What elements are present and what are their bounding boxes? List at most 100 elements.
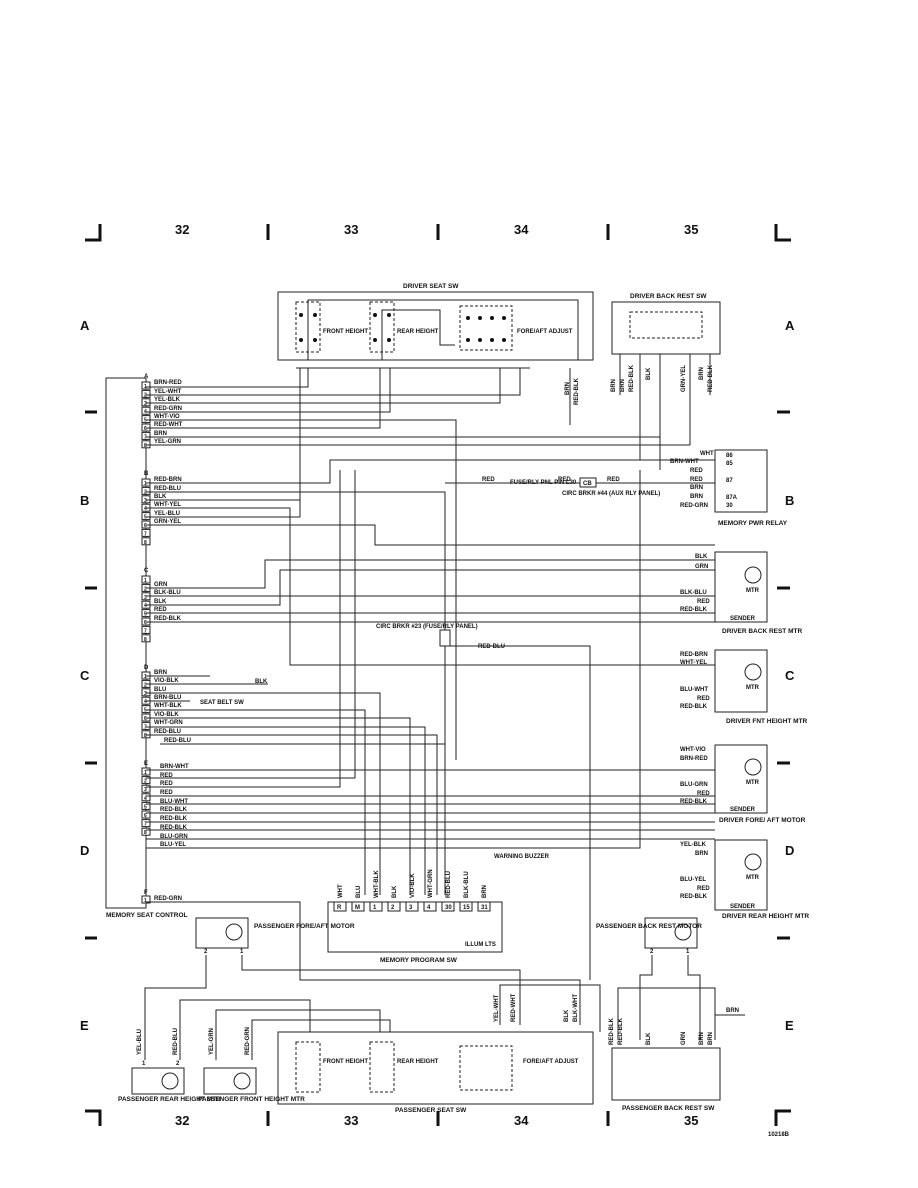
program-switch-pin [459, 901, 473, 912]
driver-fore-aft-motor-title: DRIVER FORE/ AFT MOTOR [719, 817, 806, 824]
row-ticks [85, 410, 790, 940]
ground-wire-label: BRN [726, 1008, 739, 1014]
connector-letter: B [144, 471, 149, 477]
wire-label: RED [154, 607, 167, 613]
wire-label: BLK [695, 554, 708, 560]
wire-label: WHT-GRN [154, 720, 183, 726]
connector-pin [141, 784, 151, 793]
driver-rear-height-motor: MTR SENDER DRIVER REAR HEIGHT MTR YEL-BL… [680, 839, 809, 920]
row-label-left: A [80, 318, 90, 333]
connector-pin [141, 381, 151, 390]
row-label-left: E [80, 1018, 89, 1033]
memory-program-sw-title: MEMORY PROGRAM SW [380, 957, 458, 964]
wire-label: RED-GRN [245, 1027, 251, 1055]
mtr-label: MTR [746, 685, 760, 691]
mtr-label: MTR [746, 875, 760, 881]
relay-term: 30 [726, 503, 733, 509]
program-switch-pin [405, 901, 419, 912]
pin-label: 2 [176, 1061, 180, 1067]
connector-pin [141, 895, 151, 904]
connector-pin [141, 801, 151, 810]
wire-label: BRN [699, 1032, 705, 1045]
rear-height-label: REAR HEIGHT [397, 1059, 439, 1065]
connector-letter: D [144, 665, 149, 671]
column-ticks [266, 224, 610, 1126]
connector-b: B RED-BRN RED-BLU BLK WHT-YEL YEL-BLU GR… [144, 471, 182, 525]
memory-power-relay: MEMORY PWR RELAY WHT BRN-WHT RED RED BRN… [670, 449, 788, 527]
relay-wire: RED [690, 468, 703, 474]
connector-letter: F [144, 890, 148, 896]
wire-label: YEL-GRN [209, 1028, 215, 1055]
connector-pin-number: 5 [144, 612, 147, 618]
wire-label: BLU-WHT [680, 687, 708, 693]
rear-height-label: REAR HEIGHT [397, 329, 439, 335]
circ-brkr-44-label: CIRC BRKR #44 (AUX RLY PANEL) [562, 491, 660, 497]
program-switch-pin [333, 901, 347, 912]
row-label-left: C [80, 668, 90, 683]
row-label-right: D [785, 843, 794, 858]
program-switch-pin [369, 901, 383, 912]
wire-label: BLK-BLU [154, 590, 181, 596]
wire-label: BRN-WHT [160, 764, 189, 770]
connector-pin-number: 6 [144, 813, 147, 819]
driver-front-height-motor: MTR DRIVER FNT HEIGHT MTR RED-BRN WHT-YE… [680, 649, 808, 725]
connector-pin-number: 2 [144, 682, 147, 688]
wire-label: BLK [255, 679, 268, 685]
wire-label: YEL-BLK [680, 842, 707, 848]
relay-wire: WHT [700, 451, 714, 457]
wire-label: RED [482, 477, 495, 483]
connector-pin-number: 3 [144, 787, 147, 793]
program-switch-pin-label: 30 [445, 905, 452, 911]
connector-pin [141, 776, 151, 785]
wire-label: BRN [695, 851, 708, 857]
wire-label: RED-BLU [164, 738, 191, 744]
row-label-right: A [785, 318, 795, 333]
program-switch-pin [387, 901, 401, 912]
relay-wire: BRN [690, 494, 703, 500]
wire-label: BLK [154, 494, 167, 500]
wire-label: RED [697, 791, 710, 797]
connector-pin-number: 8 [144, 830, 147, 836]
driver-seat-switch-title: DRIVER SEAT SW [403, 283, 459, 290]
circuit-breaker-23: CIRC BRKR #23 (FUSE/RLY PANEL) RED-BLU [376, 624, 591, 980]
connector-pin [141, 819, 151, 828]
connector-pins: 1234567812345678123456781234567812345678… [141, 381, 151, 904]
driver-rear-height-mtr-title: DRIVER REAR HEIGHT MTR [722, 913, 809, 920]
connector-pin-number: 5 [144, 515, 147, 521]
wire-label: BLU-GRN [160, 834, 188, 840]
control-wires [146, 368, 715, 1025]
connector-pin-number: 3 [144, 498, 147, 504]
relay-wire: RED-GRN [680, 503, 708, 509]
program-switch-pin-label: 2 [391, 905, 395, 911]
connector-pin [141, 431, 151, 440]
connector-pin [141, 528, 151, 537]
connector-pin-number: 6 [144, 523, 147, 529]
wire-label: YEL-GRN [154, 439, 181, 445]
program-switch-pin-label: 3 [409, 905, 413, 911]
memory-program-pins: RWHTMBLU1WHT-BLK2BLK3VIO-BLK4WHT-GRN30RE… [333, 869, 491, 912]
relay-wire: BRN-WHT [670, 459, 699, 465]
sender-label: SENDER [730, 904, 756, 910]
wire-label: BRN-RED [680, 756, 708, 762]
wire-label: RED [160, 790, 173, 796]
connector-pin-number: 2 [144, 779, 147, 785]
wire-label: RED-BLK [160, 825, 188, 831]
column-label-bottom: 32 [175, 1113, 189, 1128]
row-label-right: B [785, 493, 794, 508]
wire-label: RED-BLK [609, 1017, 615, 1045]
wire-label: RED-BLU [173, 1028, 179, 1055]
mtr-label: MTR [746, 780, 760, 786]
connector-pin [141, 688, 151, 697]
wire-label: BLU-GRN [680, 782, 708, 788]
wire-label: GRN-YEL [681, 365, 687, 392]
wire-label: BLK-BLU [680, 590, 707, 596]
wire-label: RED-BLU [154, 729, 181, 735]
wire-label: WHT-VIO [154, 414, 180, 420]
wire-label: RED-BLK [618, 1017, 624, 1045]
wire-label: BLK [564, 1009, 570, 1022]
row-label-left: D [80, 843, 89, 858]
wire-label: RED-GRN [154, 406, 182, 412]
driver-seat-switch: DRIVER SEAT SW FRONT HEIGHT REAR HEIGHT … [277, 283, 594, 425]
connector-pin [141, 512, 151, 521]
connector-pin-number: 3 [144, 401, 147, 407]
